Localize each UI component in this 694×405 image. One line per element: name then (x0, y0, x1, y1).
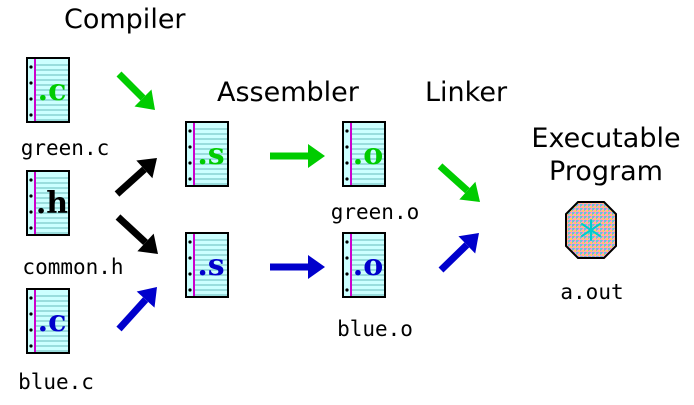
blue-o-filename: blue.o (337, 317, 413, 341)
blue-c-file-icon: .c (26, 288, 70, 354)
green-s-to-green-o-arrow (270, 144, 325, 168)
executable-title: Executable Program (516, 122, 694, 188)
file-extension-label: .h (36, 186, 68, 221)
document-page: .c (26, 288, 70, 354)
blue-c-filename: blue.c (18, 370, 94, 394)
arrow-head (308, 144, 325, 168)
green-c-file-icon: .c (26, 57, 70, 123)
green-o-filename: green.o (330, 200, 420, 224)
common-h-to-blue-s-arrow (115, 214, 158, 254)
file-extension-label: .s (197, 248, 224, 283)
blue-s-file-icon: .s (185, 232, 229, 298)
blue-o-to-linker-arrow (438, 233, 479, 273)
document-page: .c (26, 57, 70, 123)
common-h-file-icon: .h (26, 170, 70, 236)
green-o-to-linker-arrow (437, 163, 480, 202)
executable-title-line1: Executable (531, 123, 681, 154)
file-extension-label: .c (38, 73, 67, 108)
blue-o-file-icon: .o (342, 232, 386, 298)
green-s-file-icon: .s (185, 121, 229, 187)
assembler-title: Assembler (217, 77, 359, 108)
arrow-head (134, 89, 155, 110)
arrow-shaft (116, 297, 149, 332)
arrow-head (308, 255, 325, 279)
linker-title: Linker (425, 77, 508, 108)
blue-s-to-blue-o-arrow (270, 255, 325, 279)
green-c-to-green-s-arrow (116, 71, 155, 110)
arrow-head (459, 181, 480, 202)
arrow-shaft (438, 242, 470, 273)
compiler-title: Compiler (64, 4, 186, 35)
document-page: .o (342, 121, 386, 187)
arrow-shaft (115, 214, 148, 246)
document-page: .o (342, 232, 386, 298)
arrow-shaft (114, 166, 147, 197)
file-extension-label: .o (353, 248, 383, 283)
executable-icon (565, 201, 617, 259)
common-h-to-green-s-arrow (114, 158, 157, 197)
file-extension-label: .o (353, 137, 383, 172)
executable-title-line2: Program (549, 156, 663, 187)
arrow-head (136, 158, 157, 179)
arrow-head (458, 233, 479, 254)
arrow-head (137, 233, 158, 254)
blue-c-to-blue-s-arrow (116, 287, 157, 332)
document-page: .s (185, 232, 229, 298)
file-extension-label: .c (38, 304, 67, 339)
output-filename: a.out (560, 280, 624, 304)
arrow-head (136, 287, 157, 308)
document-page: .s (185, 121, 229, 187)
green-c-filename: green.c (20, 136, 110, 160)
common-h-filename: common.h (22, 255, 124, 279)
file-extension-label: .s (197, 137, 224, 172)
document-page: .h (26, 170, 70, 236)
green-o-file-icon: .o (342, 121, 386, 187)
arrow-shaft (437, 163, 470, 194)
arrow-shaft (116, 71, 146, 101)
